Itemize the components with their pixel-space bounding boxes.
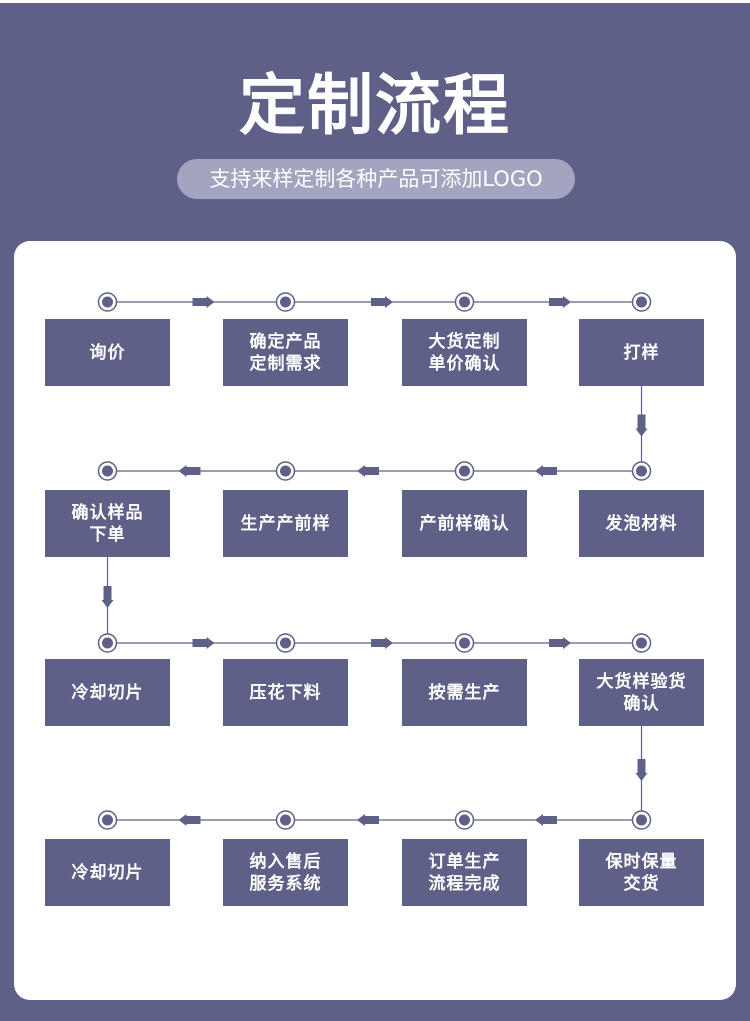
flow-step-box: 大货定制 单价确认 [402,319,527,386]
arrow-right-icon [192,296,215,308]
subtitle-pill: 支持来样定制各种产品可添加LOGO [177,159,575,199]
arrow-left-icon [178,814,201,826]
arrow-left-icon [357,814,379,826]
arrow-left-icon [357,465,379,477]
step-node-dot-icon [280,296,291,308]
step-node-dot-icon [102,637,113,649]
flow-step-box: 订单生产 流程完成 [402,839,527,906]
arrow-down-icon [101,586,114,608]
flow-step-box: 保时保量 交货 [579,839,704,906]
flow-step-box: 按需生产 [402,659,527,726]
flow-step-box: 打样 [579,319,704,386]
step-node-dot-icon [636,814,647,826]
arrow-down-icon [635,759,648,781]
step-node-dot-icon [280,465,291,477]
flow-step-box: 生产产前样 [223,490,348,557]
flow-step-box: 纳入售后 服务系统 [223,839,348,906]
flow-step-box: 产前样确认 [402,490,527,557]
arrow-down-icon [635,414,648,437]
flow-step-box: 发泡材料 [579,490,704,557]
arrow-right-icon [192,637,215,649]
flow-step-box: 确认样品 下单 [45,490,170,557]
step-node-dot-icon [280,637,291,649]
step-node-dot-icon [459,637,470,649]
step-node-dot-icon [102,296,113,308]
arrow-right-icon [549,296,571,308]
step-node-dot-icon [459,814,470,826]
flow-step-box: 大货样验货 确认 [579,659,704,726]
flow-step-box: 冷却切片 [45,839,170,906]
arrow-left-icon [178,465,201,477]
arrow-left-icon [535,814,557,826]
arrow-right-icon [549,637,571,649]
arrow-left-icon [535,465,557,477]
step-node-dot-icon [459,296,470,308]
step-node-dot-icon [102,814,113,826]
step-node-dot-icon [459,465,470,477]
top-border [0,0,750,3]
arrow-right-icon [371,637,393,649]
flow-step-box: 确定产品 定制需求 [223,319,348,386]
step-node-dot-icon [280,814,291,826]
flow-step-box: 询价 [45,319,170,386]
page-title: 定制流程 [239,67,511,144]
flow-step-box: 冷却切片 [45,659,170,726]
step-node-dot-icon [102,465,113,477]
arrow-right-icon [371,296,393,308]
step-node-dot-icon [636,465,647,477]
flow-step-box: 压花下料 [223,659,348,726]
step-node-dot-icon [636,296,647,308]
step-node-dot-icon [636,637,647,649]
